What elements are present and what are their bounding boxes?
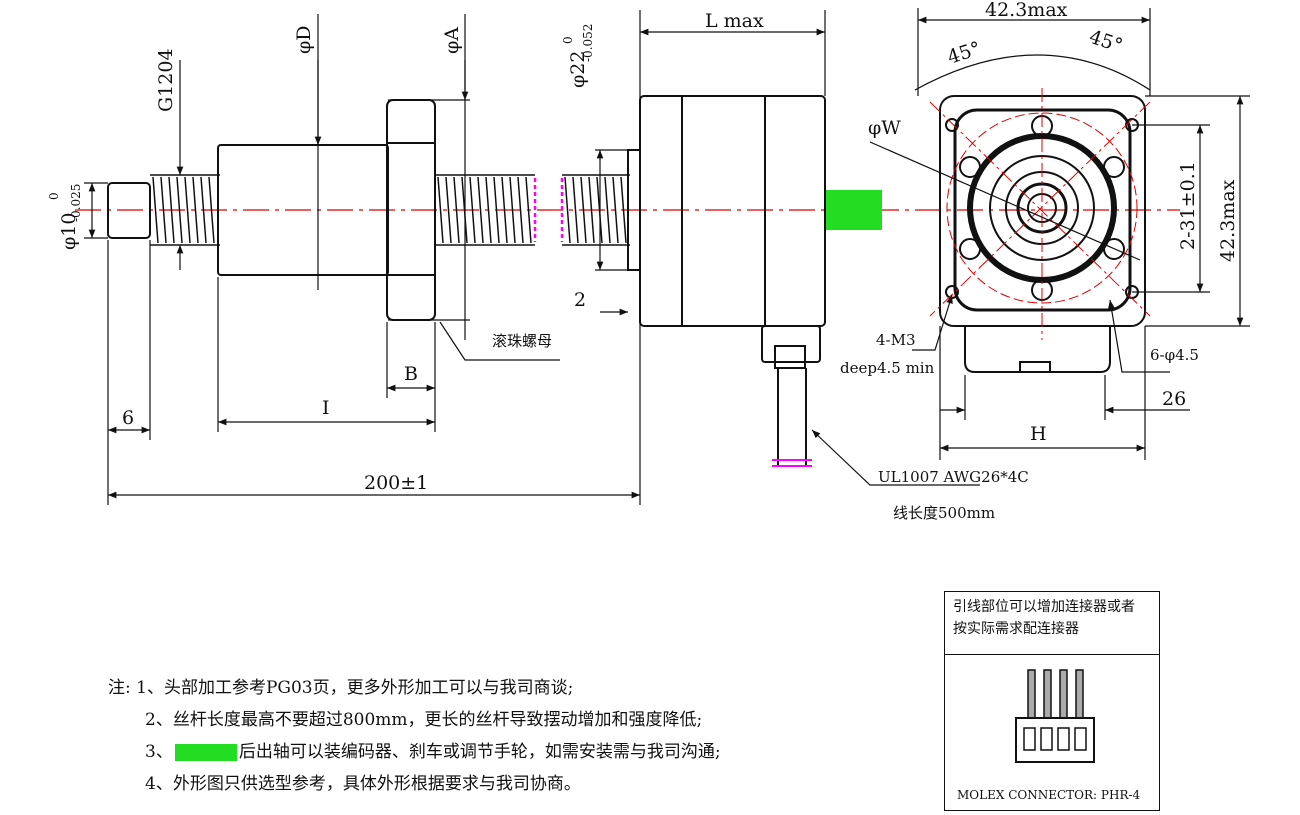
- note-line-1: 注: 1、头部加工参考PG03页，更多外形加工可以与我司商谈;: [108, 678, 574, 698]
- note-line-2: 2、丝杆长度最高不要超过800mm，更长的丝杆导致摆动增加和强度降低;: [145, 710, 703, 730]
- connector-note: 引线部位可以增加连接器或者 按实际需求配连接器: [953, 596, 1135, 640]
- note-line-3-suffix: 后出轴可以装编码器、刹车或调节手轮，如需安装需与我司沟通;: [238, 742, 721, 762]
- thread-break-marks: [533, 178, 564, 242]
- label-dim-26: 26: [1162, 388, 1186, 410]
- motor-body-side: [627, 95, 826, 465]
- thread-teeth-right: [437, 176, 532, 244]
- label-dim-6: 6: [122, 407, 134, 429]
- note-line-3-prefix: 3、: [145, 742, 173, 762]
- label-angle-right: 45°: [1086, 26, 1125, 57]
- label-cable: UL1007 AWG26*4C: [878, 468, 1029, 486]
- note-line-4: 4、外形图只供选型参考，具体外形根据要求与我司协商。: [145, 774, 581, 794]
- label-ball-nut: 滚珠螺母: [492, 332, 552, 350]
- molex-connector-illustration: [1015, 669, 1095, 763]
- connector-info-box: 引线部位可以增加连接器或者 按实际需求配连接器 MOLEX CONNECTOR:…: [944, 591, 1160, 811]
- end-view-centerlines: [929, 88, 1151, 340]
- green-shaft-swatch: [174, 744, 237, 761]
- label-phi22: φ22: [567, 51, 589, 88]
- label-phi22-tol-upper: 0: [561, 36, 575, 44]
- label-dim-200: 200±1: [364, 472, 428, 494]
- label-phi-a: φA: [441, 27, 463, 54]
- label-dim-h: H: [1030, 423, 1047, 445]
- connector-note-line-2: 按实际需求配连接器: [953, 621, 1079, 637]
- label-phi10-tol-upper: 0: [47, 192, 61, 200]
- label-m3: 4-M3: [876, 331, 916, 349]
- label-phi22-tol-lower: -0.052: [581, 24, 595, 62]
- label-dim42-right: 42.3max: [1217, 179, 1239, 262]
- label-dim-2: 2: [574, 289, 586, 311]
- screw-thread-left: [150, 174, 220, 246]
- label-g1204: G1204: [155, 48, 177, 112]
- label-dim-2-31: 2-31±0.1: [1177, 161, 1199, 250]
- label-cable-length: 线长度500mm: [893, 504, 995, 522]
- screw-end-shaft: [107, 182, 151, 239]
- label-holes: 6-φ4.5: [1150, 346, 1199, 364]
- label-phi10-tol-lower: -0.025: [69, 184, 83, 222]
- label-l-max: L max: [705, 10, 764, 32]
- connector-note-line-1: 引线部位可以增加连接器或者: [953, 599, 1135, 615]
- note-line-3: 3、 后出轴可以装编码器、刹车或调节手轮，如需安装需与我司沟通;: [145, 737, 721, 762]
- label-dim-i: I: [322, 397, 330, 419]
- thread-teeth-motor: [564, 176, 627, 244]
- label-phi10: φ10: [58, 213, 80, 250]
- connector-divider: [945, 654, 1159, 655]
- dimension-lines: [84, 8, 1250, 505]
- connector-caption: MOLEX CONNECTOR: PHR-4: [957, 788, 1141, 802]
- thread-teeth-left: [152, 176, 215, 244]
- rear-shaft-green: [826, 190, 882, 230]
- label-deep: deep4.5 min: [840, 359, 935, 377]
- label-dim-b: B: [404, 363, 418, 385]
- screw-thread-right: [435, 174, 630, 246]
- label-phi-w: φW: [868, 117, 901, 139]
- cable-end-marks: [772, 459, 812, 467]
- dimension-arrows: [88, 16, 1244, 499]
- label-dim42-top: 42.3max: [985, 0, 1068, 21]
- label-phi-d: φD: [293, 25, 315, 54]
